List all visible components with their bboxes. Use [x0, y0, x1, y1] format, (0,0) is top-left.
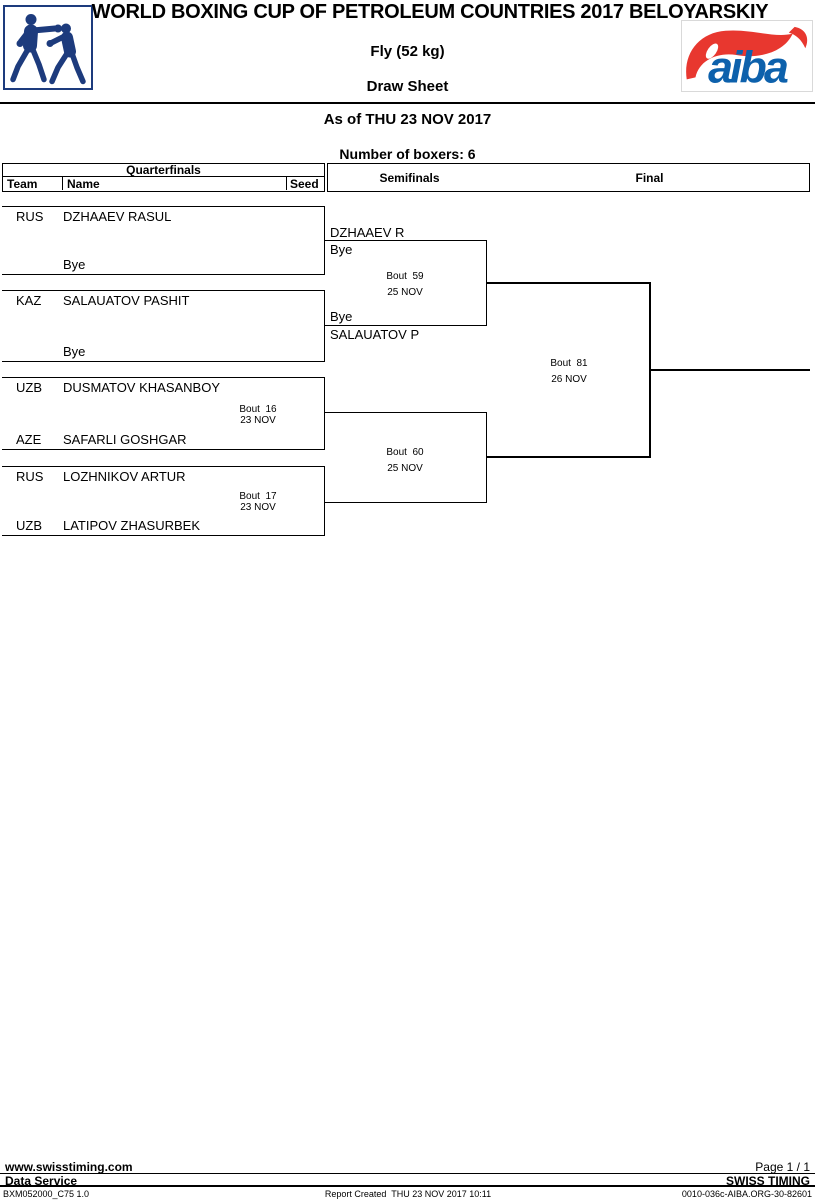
- as-of-date: As of THU 23 NOV 2017: [323, 111, 492, 128]
- column-header-final: Final: [635, 171, 664, 185]
- final-bout-date: 26 NOV: [551, 374, 587, 385]
- column-header-semifinals: Semifinals: [379, 171, 440, 185]
- qf2-bye-label: Bye: [63, 344, 86, 359]
- footer-website: www.swisstiming.com: [5, 1160, 133, 1174]
- column-header-seed: Seed: [290, 177, 319, 191]
- qf3-bout-date: 23 NOV: [240, 415, 276, 426]
- qf3-boxer-bottom: SAFARLI GOSHGAR: [63, 432, 187, 447]
- quarterfinals-header-table: Quarterfinals Team Name Seed: [2, 163, 325, 192]
- sf1-winner-bottom: SALAUATOV P: [330, 327, 420, 342]
- qf3-bout-info: Bout 16 23 NOV: [222, 404, 294, 426]
- quarterfinal-1-box: RUS DZHAAEV RASUL Bye: [2, 206, 325, 275]
- boxers-pictogram-icon: [10, 14, 86, 85]
- footer-service: Data Service: [5, 1174, 78, 1188]
- rounds-header-table: Semifinals Final: [327, 163, 810, 192]
- weight-class-title: Fly (52 kg): [370, 43, 445, 60]
- qf4-bout-info: Bout 17 23 NOV: [222, 491, 294, 513]
- event-logo: [3, 5, 93, 90]
- qf3-team-top: UZB: [16, 380, 42, 395]
- sf2-bout-date: 25 NOV: [387, 463, 423, 474]
- qf3-bout-number: Bout 16: [239, 404, 277, 415]
- sf1-winner-top: DZHAAEV R: [330, 225, 405, 240]
- quarterfinal-3-box: UZB DUSMATOV KHASANBOY Bout 16 23 NOV AZ…: [2, 377, 325, 450]
- sf1-to-final-connector: [487, 282, 650, 284]
- footer-doc-id: 0010-036c-AIBA.ORG-30-82601: [681, 1189, 812, 1199]
- aiba-wordmark: aiba: [708, 43, 788, 91]
- qf4-boxer-bottom: LATIPOV ZHASURBEK: [63, 518, 201, 533]
- final-bout-info: Bout 81 26 NOV: [533, 356, 605, 388]
- footer-rule-2: [0, 1185, 815, 1187]
- final-winner-line: [650, 369, 810, 371]
- aiba-logo-icon: aiba: [686, 26, 808, 91]
- sf1-bye-top: Bye: [330, 242, 353, 257]
- footer-report-created: Report Created THU 23 NOV 2017 10:11: [324, 1189, 492, 1199]
- qf4-team-bottom: UZB: [16, 518, 42, 533]
- column-header-quarterfinals: Quarterfinals: [3, 164, 324, 177]
- quarterfinal-4-box: RUS LOZHNIKOV ARTUR Bout 17 23 NOV UZB L…: [2, 466, 325, 536]
- sf2-bout-number: Bout 60: [386, 447, 424, 458]
- sf2-to-final-connector: [487, 456, 650, 458]
- qf1-boxer-name: DZHAAEV RASUL: [63, 209, 172, 224]
- footer-page-number: Page 1 / 1: [755, 1160, 810, 1174]
- qf2-boxer-name: SALAUATOV PASHIT: [63, 293, 190, 308]
- footer-report-code: BXM052000_C75 1.0: [3, 1189, 90, 1199]
- qf1-bye-label: Bye: [63, 257, 86, 272]
- qf3-team-bottom: AZE: [16, 432, 42, 447]
- qf3-boxer-top: DUSMATOV KHASANBOY: [63, 380, 220, 395]
- header-rule: [0, 102, 815, 104]
- quarterfinal-2-box: KAZ SALAUATOV PASHIT Bye: [2, 290, 325, 362]
- footer-company: SWISS TIMING: [726, 1174, 810, 1188]
- qf4-team-top: RUS: [16, 469, 44, 484]
- qf4-bout-number: Bout 17: [239, 491, 277, 502]
- qf4-bout-date: 23 NOV: [240, 502, 276, 513]
- sf1-bout-date: 25 NOV: [387, 287, 423, 298]
- sf1-bout-info: Bout 59 25 NOV: [369, 269, 441, 301]
- sf1-bout-number: Bout 59: [386, 271, 424, 282]
- event-title: WORLD BOXING CUP OF PETROLEUM COUNTRIES …: [91, 1, 769, 23]
- qf1-team: RUS: [16, 209, 44, 224]
- document-type-title: Draw Sheet: [366, 78, 449, 95]
- sf2-bout-info: Bout 60 25 NOV: [369, 445, 441, 477]
- final-bracket-line: [649, 282, 651, 458]
- semifinal-1-box: Bye Bout 59 25 NOV Bye: [325, 240, 487, 326]
- final-bout-number: Bout 81: [550, 358, 588, 369]
- boxer-count: Number of boxers: 6: [339, 146, 476, 162]
- qf2-team: KAZ: [16, 293, 42, 308]
- qf4-boxer-top: LOZHNIKOV ARTUR: [63, 469, 186, 484]
- semifinal-2-box: Bout 60 25 NOV: [325, 412, 487, 503]
- column-header-team: Team: [3, 177, 63, 191]
- aiba-logo: aiba: [681, 20, 813, 92]
- footer-rule-1: [0, 1173, 815, 1174]
- column-header-name: Name: [63, 177, 287, 191]
- sf1-bye-bottom: Bye: [330, 309, 353, 324]
